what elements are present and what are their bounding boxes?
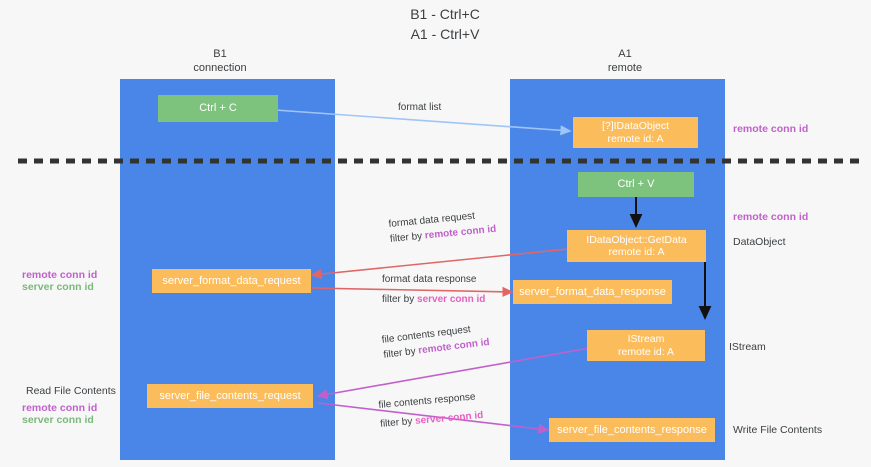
node-server-file-contents-request[interactable]: server_file_contents_request (147, 384, 313, 408)
edge-format-data-response (311, 286, 514, 297)
node-ctrl-c[interactable]: Ctrl + C (158, 95, 278, 122)
edge-label-format-data-response-filter: filter by server conn id (382, 293, 485, 308)
node-server-format-data-request[interactable]: server_format_data_request (152, 269, 311, 293)
node-server-format-data-response[interactable]: server_format_data_response (513, 280, 672, 304)
node-server-file-contents-response[interactable]: server_file_contents_response (549, 418, 715, 442)
filter-prefix: filter by (382, 293, 418, 305)
node-getdata[interactable]: IDataObject::GetData remote id: A (567, 230, 706, 262)
edge-format-data-request (310, 247, 579, 280)
edge-label-format-list-text: format list (398, 102, 442, 113)
edge-label-format-data-response-main: format data response (382, 274, 477, 285)
filter-key-server-conn-id: server conn id (417, 293, 486, 305)
node-ctrl-v-label: Ctrl + V (617, 178, 655, 191)
lane-header-a1: A1 remote (565, 48, 685, 76)
annotation-left-read-file-contents: Read File Contents (26, 385, 116, 397)
annotation-right-remote-conn-id-mid: remote conn id (733, 211, 809, 223)
lane-b1-name: B1 (213, 48, 227, 60)
node-server-format-data-response-label: server_format_data_response (519, 285, 666, 298)
annotation-right-istream: IStream (729, 341, 766, 353)
filter-prefix: filter by (389, 230, 426, 245)
node-server-file-contents-request-label: server_file_contents_request (159, 389, 301, 402)
node-istream-line1: IStream (627, 333, 665, 346)
annotation-right-dataobject: DataObject (733, 236, 786, 248)
lane-b1-sub: connection (193, 61, 247, 74)
node-getdata-line2: remote id: A (608, 246, 665, 258)
filter-key-server-conn-id: server conn id (414, 409, 484, 427)
annotation-right-remote-conn-id-top: remote conn id (733, 123, 809, 135)
annotation-right-write-file-contents: Write File Contents (733, 424, 823, 436)
annotation-left-bottom-remote-conn-id: remote conn id (22, 402, 98, 414)
edge-file-contents-response (317, 402, 550, 434)
diagram-title: B1 - Ctrl+C A1 - Ctrl+V (335, 4, 555, 45)
filter-prefix: filter by (382, 345, 419, 361)
node-ctrl-c-label: Ctrl + C (199, 102, 237, 115)
node-getdata-line1: IDataObject::GetData (586, 233, 687, 246)
lane-a1-name: A1 (618, 48, 632, 60)
lane-header-b1: B1 connection (160, 48, 280, 76)
node-idataobject-line1: [?]IDataObject (601, 120, 670, 133)
edge-file-contents-request (316, 347, 591, 400)
node-idataobject-line2: remote id: A (607, 132, 664, 145)
filter-prefix: filter by (379, 415, 416, 430)
annotation-left-server-conn-id: server conn id (22, 281, 94, 293)
edge-format-list (274, 109, 572, 136)
title-line-1: B1 - Ctrl+C (410, 6, 480, 22)
node-istream[interactable]: IStream remote id: A (587, 330, 705, 361)
lane-a1-sub: remote (607, 61, 643, 74)
node-istream-line2: remote id: A (617, 345, 675, 358)
node-idataobject[interactable]: [?]IDataObject remote id: A (573, 117, 698, 148)
annotation-left-bottom-server-conn-id: server conn id (22, 414, 94, 426)
node-ctrl-v[interactable]: Ctrl + V (578, 172, 694, 197)
annotation-left-remote-conn-id: remote conn id (22, 269, 98, 281)
node-server-file-contents-response-label: server_file_contents_response (557, 423, 707, 436)
title-line-2: A1 - Ctrl+V (410, 26, 480, 43)
node-server-format-data-request-label: server_format_data_request (162, 274, 301, 287)
edge-label-format-data-response: format data response filter by server co… (382, 273, 485, 307)
edge-label-format-list: format list (398, 101, 441, 116)
